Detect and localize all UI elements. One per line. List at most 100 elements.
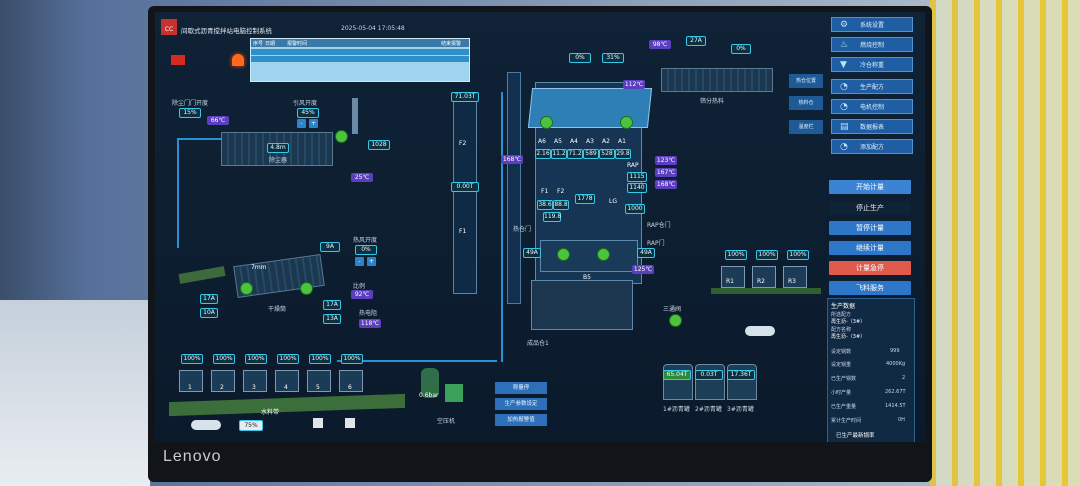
- nav-system-settings[interactable]: ⚙ 系统设置: [831, 17, 913, 32]
- rap-bin-label: R3: [788, 278, 796, 285]
- nav-data-report[interactable]: ▤数据报表: [831, 119, 913, 134]
- drum-label: 干燥筒: [268, 306, 287, 313]
- hot-bin-value: 11.2: [551, 149, 567, 159]
- rap-value: 1115: [627, 172, 647, 182]
- prod-row-value: 2: [902, 375, 906, 381]
- heat-alarm-button[interactable]: 加热报警值: [495, 414, 547, 426]
- hot-bin-value: 589: [583, 149, 599, 159]
- feed-toggle[interactable]: [191, 420, 221, 430]
- screen-fan-current: 27A: [686, 36, 706, 46]
- nav-label: 电机控制: [860, 104, 885, 111]
- continue-weighing-button[interactable]: 继续计量: [829, 241, 911, 255]
- alarm-col-time: 报警时间: [287, 41, 308, 47]
- gear-icon: ⚙: [840, 20, 849, 30]
- mix-value: 1000: [625, 204, 645, 214]
- rap-door-label: RAP门: [647, 240, 665, 247]
- hot-fan-inc-button[interactable]: +: [367, 257, 376, 266]
- rap-bin-label: RAP仓门: [647, 222, 671, 229]
- cold-bin-rate: 100%: [213, 354, 235, 364]
- rap-bin: [783, 266, 807, 288]
- side-btn-hot-material[interactable]: 热料仓: [789, 96, 823, 110]
- stop-production-button[interactable]: 停止生产: [829, 201, 911, 215]
- damper-inc-button[interactable]: +: [309, 119, 318, 128]
- rap-value: 1140: [627, 183, 647, 193]
- nav-label: 燃烧控制: [860, 42, 885, 49]
- alarm-table[interactable]: 序号 日期 报警时间 结束报警: [250, 38, 470, 82]
- table-row[interactable]: [251, 56, 469, 62]
- screen-label: 筛分热料: [700, 98, 725, 105]
- rap-bin-label: R1: [726, 278, 734, 285]
- pugmill: [540, 240, 638, 272]
- mix-f2-label: F2: [557, 188, 565, 195]
- table-row[interactable]: [251, 49, 469, 55]
- start-weighing-button[interactable]: 开始计量: [829, 180, 911, 194]
- hot-fan-value: 0%: [355, 245, 377, 255]
- pugmill-current: 49A: [523, 248, 541, 258]
- hot-bin-label: A3: [586, 138, 594, 145]
- pump-label: 三通阀: [663, 306, 682, 313]
- damper-value: 45%: [297, 108, 319, 118]
- prod-row-value: 1414.5T: [885, 403, 906, 409]
- nav-label: 生产配方: [860, 84, 885, 91]
- compressor-tank: [421, 368, 439, 398]
- square-button[interactable]: [313, 418, 323, 428]
- screen-damper: 31%: [602, 53, 624, 63]
- emergency-stop-button[interactable]: 计量急停: [829, 261, 911, 275]
- nav-cold-weighing[interactable]: ▼冷仓称重: [831, 57, 913, 72]
- pause-weighing-button[interactable]: 暂停计量: [829, 221, 911, 235]
- pugmill-label: B5: [583, 274, 591, 281]
- speed-input[interactable]: 75%: [239, 420, 263, 431]
- mix-value: 再生沥-（3#）: [831, 334, 866, 340]
- prod-footer: 已生产最新锅率: [836, 433, 875, 439]
- dust-temp: 66℃: [207, 116, 229, 125]
- hot-bin-label: A2: [602, 138, 610, 145]
- scada-screen: CC 间歇式沥青搅拌站电脑控制系统 2025-05-04 17:05:48 序号…: [155, 12, 925, 442]
- nav-production-recipe[interactable]: ◔生产配方: [831, 79, 913, 94]
- hot-bin-label: A1: [618, 138, 626, 145]
- hot-fan-dec-button[interactable]: -: [355, 257, 364, 266]
- pump-icon[interactable]: [669, 314, 682, 327]
- nav-label: 添加配方: [860, 144, 885, 151]
- prod-row-value: 0H: [898, 417, 905, 423]
- damper-dec-button[interactable]: -: [297, 119, 306, 128]
- nav-add-recipe[interactable]: ◔ 添加配方: [831, 139, 913, 154]
- toggle-switch[interactable]: [745, 326, 775, 336]
- collector-temp: 25℃: [351, 173, 373, 182]
- ratio-temp: 92℃: [351, 290, 373, 299]
- weigh-stop-button[interactable]: 称量停: [495, 382, 547, 394]
- screen-temp: 112℃: [623, 80, 645, 89]
- mix-label: 配方名称: [831, 327, 852, 333]
- pugmill-motor-icon: [597, 248, 610, 261]
- prod-row-value: 999: [890, 348, 900, 354]
- cold-bin-label: 6: [348, 384, 352, 391]
- production-params-button[interactable]: 生产参数设定: [495, 398, 547, 410]
- nav-burner-control[interactable]: ♨燃烧控制: [831, 37, 913, 52]
- cold-bin: [339, 370, 363, 392]
- nav-label: 系统设置: [860, 22, 885, 29]
- side-btn-temperature[interactable]: 温度栏: [789, 120, 823, 134]
- plus-icon: ◔: [840, 142, 848, 152]
- mix-value: 1778: [575, 194, 595, 204]
- rap-label: RAP: [627, 162, 639, 169]
- prod-row-label: 已生产锅数: [831, 376, 857, 382]
- alarm-light-icon[interactable]: [232, 54, 244, 66]
- nav-motor-control[interactable]: ◔ 电机控制: [831, 99, 913, 114]
- heat-label: 热电阻: [359, 310, 378, 317]
- cold-bin: [243, 370, 267, 392]
- bitumen-column: [453, 92, 477, 294]
- compressor-label: 空压机: [437, 418, 456, 425]
- side-btn-hot-bin[interactable]: 热仓位置: [789, 74, 823, 88]
- drum-current: 10A: [200, 308, 218, 318]
- tank-label: 1#沥青罐: [663, 406, 690, 413]
- exit-service-button[interactable]: 飞料服务: [829, 281, 911, 295]
- screen-motor-icon: [540, 116, 553, 129]
- f1-label: F1: [459, 228, 467, 235]
- pie-icon: ◔: [840, 102, 848, 112]
- cold-bin-rate: 100%: [309, 354, 331, 364]
- app-logo: CC: [161, 19, 177, 35]
- screen-current: 0%: [569, 53, 591, 63]
- square-button[interactable]: [345, 418, 355, 428]
- cold-bin: [275, 370, 299, 392]
- datetime: 2025-05-04 17:05:48: [341, 25, 405, 32]
- stack: [352, 98, 358, 134]
